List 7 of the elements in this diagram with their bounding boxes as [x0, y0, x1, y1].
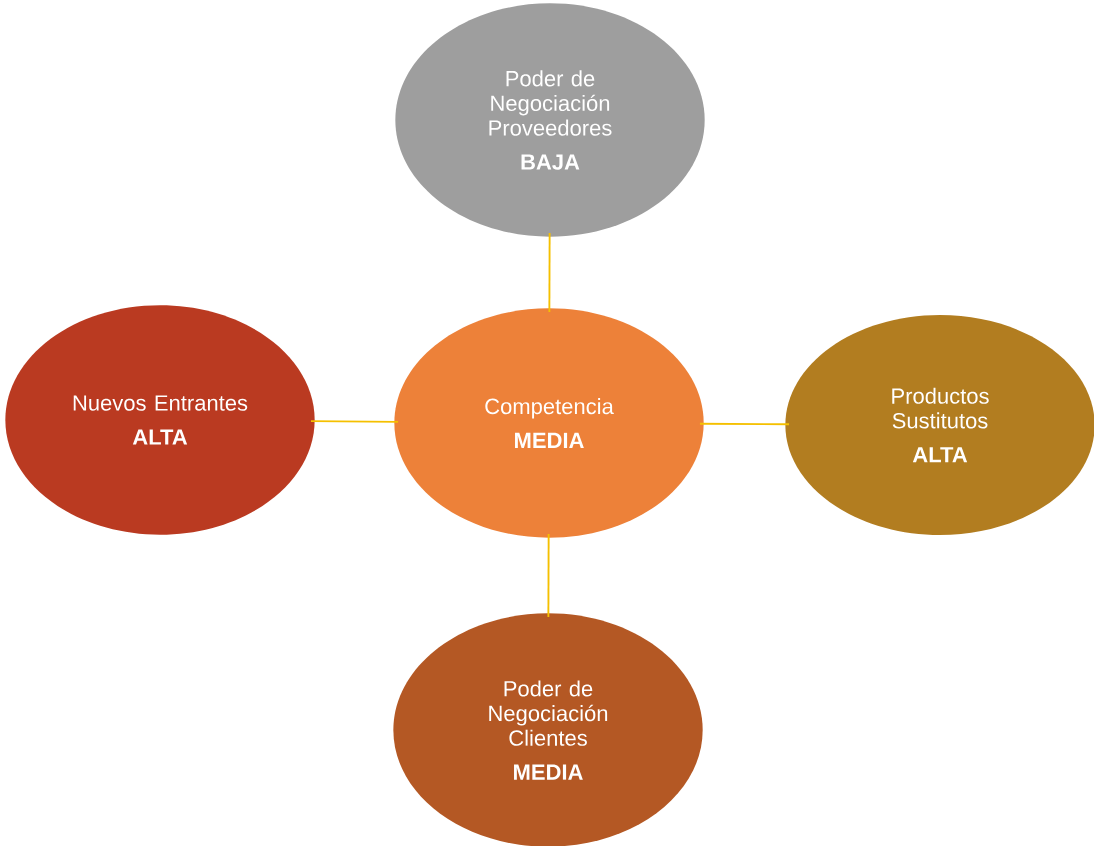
connector-line — [699, 422, 791, 426]
connector-line — [547, 533, 550, 618]
connector-line — [310, 420, 400, 423]
ellipse-node: Nuevos Entrantes ALTA — [5, 305, 315, 535]
ellipse-node: Poder de Negociación Proveedores BAJA — [395, 3, 705, 237]
ellipse-node: Competencia MEDIA — [394, 308, 704, 538]
connector-line — [548, 232, 551, 313]
